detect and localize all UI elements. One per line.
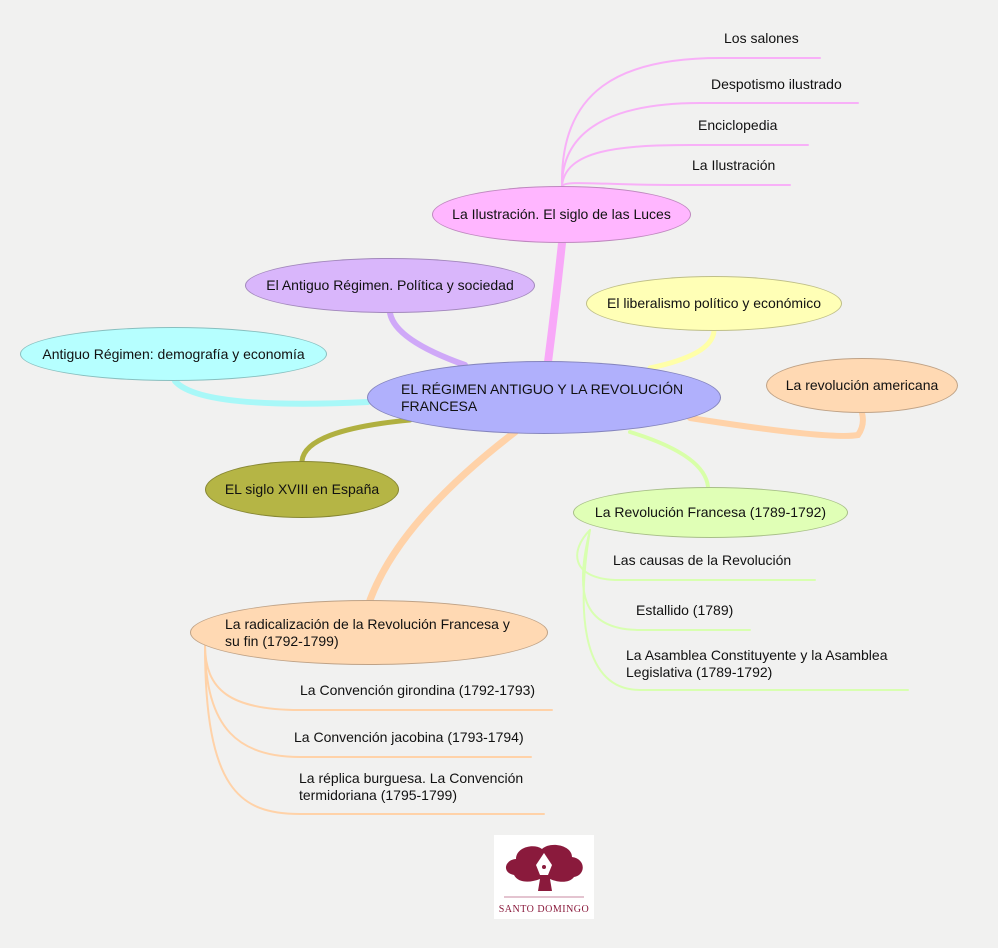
- topic-label: La radicalización de la Revolución Franc…: [225, 615, 510, 649]
- subtopic-los-salones[interactable]: Los salones: [724, 30, 799, 46]
- topic-label: La revolución americana: [785, 377, 939, 393]
- central-topic[interactable]: EL RÉGIMEN ANTIGUO Y LA REVOLUCIÓN FRANC…: [367, 361, 721, 434]
- subtopic-termidoriana[interactable]: La réplica burguesa. La Convención termi…: [299, 770, 524, 803]
- subtopic-enciclopedia[interactable]: Enciclopedia: [698, 117, 778, 133]
- topic-label: La Ilustración. El siglo de las Luces: [452, 206, 671, 222]
- topic-label: La Revolución Francesa (1789-1792): [594, 504, 827, 520]
- topic-liberalismo[interactable]: El liberalismo político y económico: [586, 276, 842, 331]
- logo-text: SANTO DOMINGO: [498, 904, 590, 915]
- topic-ilustracion[interactable]: La Ilustración. El siglo de las Luces: [432, 186, 691, 243]
- topic-politica-sociedad[interactable]: El Antiguo Régimen. Política y sociedad: [245, 258, 535, 313]
- subtopic-despotismo[interactable]: Despotismo ilustrado: [711, 76, 842, 92]
- topic-label: El Antiguo Régimen. Política y sociedad: [266, 277, 514, 293]
- santo-domingo-logo: SANTO DOMINGO: [494, 835, 594, 919]
- topic-radicalizacion[interactable]: La radicalización de la Revolución Franc…: [190, 600, 548, 665]
- subtopic-jacobina[interactable]: La Convención jacobina (1793-1794): [294, 729, 524, 745]
- subtopic-girondina[interactable]: La Convención girondina (1792-1793): [300, 682, 536, 698]
- topic-siglo-xviii-espana[interactable]: EL siglo XVIII en España: [205, 461, 399, 518]
- subtopic-estallido[interactable]: Estallido (1789): [636, 602, 734, 618]
- central-topic-label: EL RÉGIMEN ANTIGUO Y LA REVOLUCIÓN FRANC…: [401, 380, 684, 414]
- topic-label: Antiguo Régimen: demografía y economía: [42, 345, 305, 362]
- subtopic-la-ilustracion[interactable]: La Ilustración: [692, 157, 776, 173]
- tree-pen-icon: [504, 844, 584, 898]
- topic-revolucion-americana[interactable]: La revolución americana: [766, 358, 958, 413]
- topic-demografia[interactable]: Antiguo Régimen: demografía y economía: [20, 327, 327, 381]
- subtopic-causas[interactable]: Las causas de la Revolución: [613, 552, 792, 568]
- topic-revolucion-francesa[interactable]: La Revolución Francesa (1789-1792): [573, 487, 848, 538]
- topic-label: El liberalismo político y económico: [607, 295, 821, 311]
- subtopic-asambleas[interactable]: La Asamblea Constituyente y la Asamblea …: [626, 647, 888, 680]
- topic-label: EL siglo XVIII en España: [224, 481, 380, 497]
